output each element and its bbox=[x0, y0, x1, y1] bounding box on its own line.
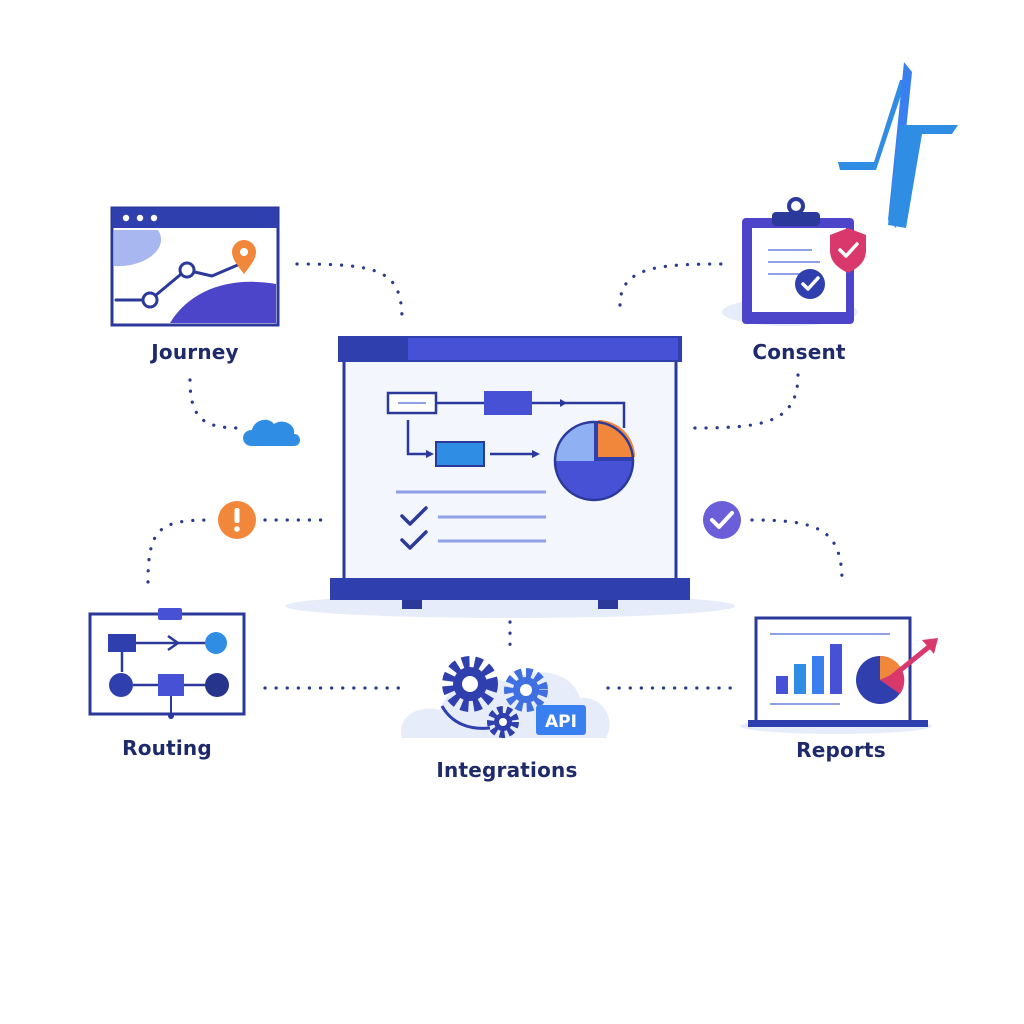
logo-mark-icon bbox=[838, 62, 958, 228]
routing-label: Routing bbox=[122, 736, 212, 760]
cloud-icon bbox=[243, 419, 300, 446]
central-dashboard bbox=[285, 336, 735, 618]
gear-icon bbox=[442, 656, 548, 738]
alert-icon bbox=[218, 501, 256, 539]
consent-label: Consent bbox=[752, 340, 846, 364]
api-badge bbox=[536, 705, 586, 735]
check-circle-icon bbox=[703, 501, 741, 539]
journey-node bbox=[110, 206, 280, 327]
reports-label: Reports bbox=[796, 738, 886, 762]
integrations-label: Integrations bbox=[436, 758, 578, 782]
pie-chart-icon bbox=[553, 420, 635, 502]
api-badge-text: API bbox=[545, 712, 577, 732]
routing-node bbox=[88, 608, 246, 719]
journey-label: Journey bbox=[151, 340, 239, 364]
arrow-up-right-icon bbox=[885, 638, 938, 683]
connectors bbox=[146, 262, 844, 690]
reports-node bbox=[740, 616, 938, 734]
bar-chart-icon bbox=[776, 644, 842, 694]
integrations-node: API bbox=[401, 656, 610, 738]
map-pin-icon bbox=[232, 240, 256, 274]
consent-node bbox=[722, 197, 866, 326]
shield-check-icon bbox=[830, 228, 866, 273]
